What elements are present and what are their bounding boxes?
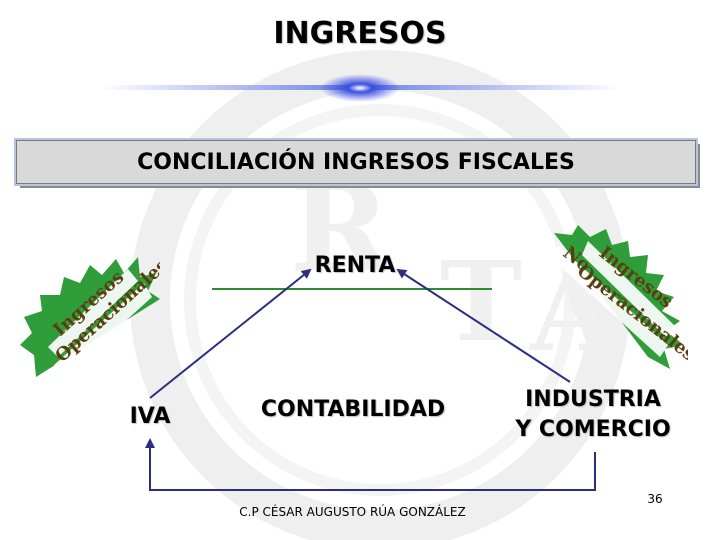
badge-no-ingresos-operacionales: No Ingresos Operacionales: [552, 225, 688, 369]
svg-text:T: T: [440, 237, 522, 366]
node-industria-comercio: INDUSTRIA Y COMERCIO: [498, 385, 688, 445]
title-divider: [100, 74, 620, 102]
node-contabilidad: CONTABILIDAD: [260, 397, 446, 422]
footer-author: C.P CÉSAR AUGUSTO RÚA GONZÁLEZ: [239, 505, 466, 519]
arrow-industria-to-iva: [145, 438, 596, 491]
node-industria-line1: INDUSTRIA: [525, 387, 661, 412]
node-renta: RENTA: [314, 253, 396, 278]
conciliation-banner: CONCILIACIÓN INGRESOS FISCALES: [16, 140, 696, 184]
badge-ingresos-operacionales: Ingresos Operacionales: [20, 255, 160, 377]
arrow-industria-to-renta: [396, 268, 571, 383]
node-industria-line2: Y COMERCIO: [515, 417, 671, 442]
page-number: 36: [647, 492, 663, 506]
arrow-iva-to-renta: [149, 268, 312, 399]
page-title: INGRESOS: [273, 16, 447, 51]
node-iva: IVA: [129, 404, 171, 429]
